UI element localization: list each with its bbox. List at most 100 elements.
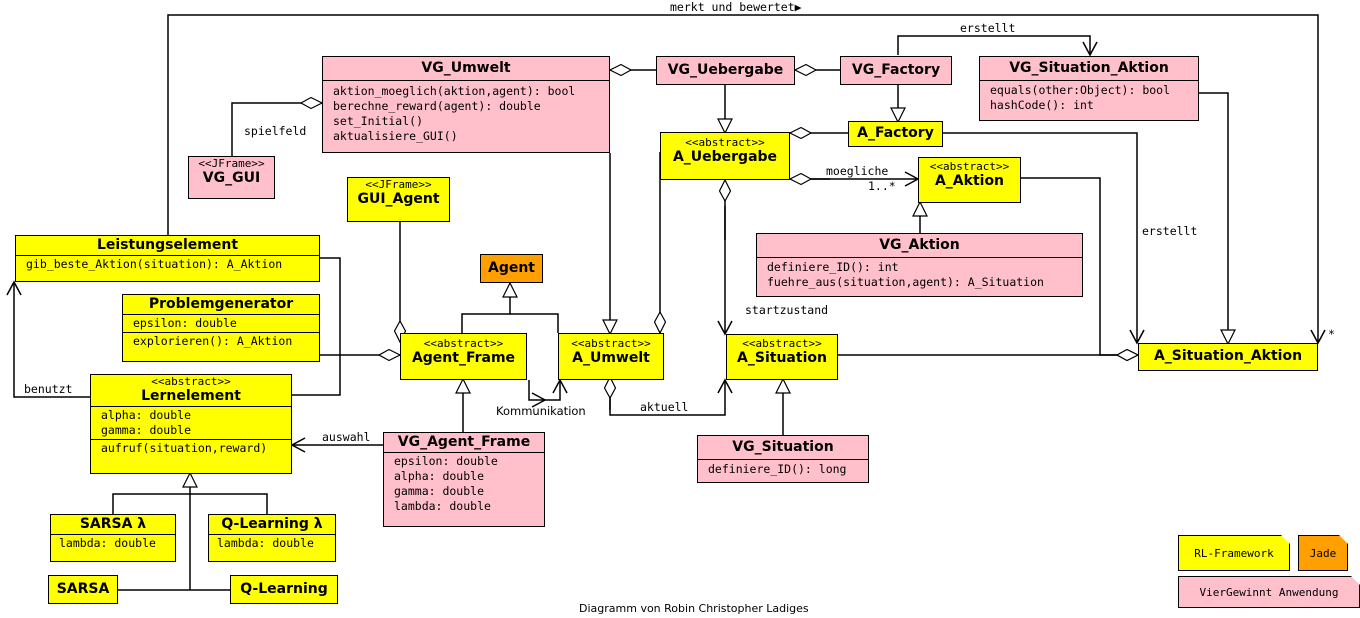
class-name: SARSA bbox=[56, 581, 110, 597]
label-multiplicity: 1..* bbox=[868, 179, 896, 193]
edge-erstellt-top bbox=[897, 35, 1098, 57]
class-qlearning-lambda[interactable]: Q-Learning λ lambda: double bbox=[208, 514, 336, 562]
class-name: VG_Factory bbox=[851, 62, 941, 78]
class-name: Agent_Frame bbox=[411, 350, 516, 366]
stereotype: <<abstract>> bbox=[151, 375, 231, 388]
stereotype: <<abstract>> bbox=[742, 337, 822, 350]
label-star: * bbox=[1328, 327, 1335, 341]
attribute: alpha: double bbox=[101, 408, 192, 422]
method: gib_beste_Aktion(situation): A_Aktion bbox=[26, 257, 283, 271]
edge-sarsa-lambda-branch bbox=[112, 493, 268, 514]
class-vg-aktion[interactable]: VG_Aktion definiere_ID(): int fuehre_aus… bbox=[756, 233, 1083, 297]
legend-viergewinnt: VierGewinnt Anwendung bbox=[1178, 576, 1360, 608]
class-name: A_Factory bbox=[857, 125, 934, 141]
stereotype: <<abstract>> bbox=[685, 136, 765, 149]
class-sarsa-lambda[interactable]: SARSA λ lambda: double bbox=[50, 514, 176, 562]
method: definiere_ID(): long bbox=[708, 462, 847, 476]
method: explorieren(): A_Aktion bbox=[133, 334, 293, 348]
edge-vg-sa-generalization bbox=[1199, 92, 1228, 343]
class-name: GUI_Agent bbox=[357, 191, 440, 207]
class-lernelement[interactable]: <<abstract>> Lernelement alpha: double g… bbox=[90, 374, 292, 474]
attribute: lambda: double bbox=[217, 536, 314, 550]
class-a-situation[interactable]: <<abstract>> A_Situation bbox=[726, 334, 838, 380]
class-a-umwelt[interactable]: <<abstract>> A_Umwelt bbox=[558, 333, 664, 380]
edge-a-umwelt-generalization bbox=[510, 313, 559, 333]
class-vg-situation-aktion[interactable]: VG_Situation_Aktion equals(other:Object)… bbox=[979, 56, 1199, 121]
class-agent[interactable]: Agent bbox=[480, 254, 543, 283]
class-name: A_Situation_Aktion bbox=[1153, 348, 1303, 364]
class-name: VG_Uebergabe bbox=[667, 62, 784, 78]
attribute: alpha: double bbox=[394, 469, 485, 483]
class-a-factory[interactable]: A_Factory bbox=[848, 121, 943, 147]
class-a-aktion[interactable]: <<abstract>> A_Aktion bbox=[918, 157, 1021, 203]
class-gui-agent[interactable]: <<JFrame>> GUI_Agent bbox=[347, 177, 450, 222]
class-name: VG_GUI bbox=[202, 170, 261, 186]
legend-label: RL-Framework bbox=[1194, 546, 1274, 560]
label-merkt-und-bewertet: merkt und bewertet▶ bbox=[670, 0, 802, 14]
method: berechne_reward(agent): double bbox=[333, 99, 541, 113]
class-vg-situation[interactable]: VG_Situation definiere_ID(): long bbox=[697, 435, 869, 483]
attribute: gamma: double bbox=[394, 484, 485, 498]
class-vg-gui[interactable]: <<JFrame>> VG_GUI bbox=[188, 156, 275, 199]
method: aktualisiere_GUI() bbox=[333, 129, 458, 143]
label-erstellt-top: erstellt bbox=[960, 21, 1016, 35]
attribute: epsilon: double bbox=[394, 454, 498, 468]
class-name: VG_Aktion bbox=[879, 237, 960, 253]
class-leistungselement[interactable]: Leistungselement gib_beste_Aktion(situat… bbox=[15, 235, 320, 282]
legend-label: VierGewinnt Anwendung bbox=[1199, 585, 1339, 599]
attribute: lambda: double bbox=[394, 499, 491, 513]
diagram-credit: Diagramm von Robin Christopher Ladiges bbox=[579, 602, 809, 615]
class-sarsa[interactable]: SARSA bbox=[48, 575, 118, 604]
method: hashCode(): int bbox=[990, 98, 1094, 112]
stereotype: <<abstract>> bbox=[929, 160, 1010, 173]
label-startzustand: startzustand bbox=[745, 303, 829, 317]
class-name: Leistungselement bbox=[96, 237, 239, 253]
class-name: A_Uebergabe bbox=[672, 149, 778, 165]
label-auswahl: auswahl bbox=[322, 430, 371, 444]
label-erstellt-right: erstellt bbox=[1142, 224, 1198, 238]
label-benutzt: benutzt bbox=[24, 382, 73, 396]
label-moegliche: moegliche bbox=[826, 164, 889, 178]
edge-erstellt-right bbox=[943, 132, 1145, 345]
stereotype: <<JFrame>> bbox=[365, 178, 432, 191]
label-aktuell: aktuell bbox=[640, 400, 689, 414]
edge-kommunikation bbox=[528, 380, 547, 408]
class-vg-umwelt[interactable]: VG_Umwelt aktion_moeglich(aktion,agent):… bbox=[322, 56, 610, 153]
class-a-uebergabe[interactable]: <<abstract>> A_Uebergabe bbox=[660, 132, 790, 180]
class-name: A_Umwelt bbox=[572, 350, 650, 366]
class-name: A_Aktion bbox=[934, 173, 1005, 189]
class-vg-factory[interactable]: VG_Factory bbox=[840, 56, 952, 85]
class-name: VG_Situation_Aktion bbox=[1009, 60, 1169, 76]
class-name: Problemgenerator bbox=[148, 296, 294, 312]
edge-benutzt bbox=[6, 280, 90, 398]
edge-spielfeld bbox=[231, 103, 322, 156]
class-agent-frame[interactable]: <<abstract>> Agent_Frame bbox=[400, 333, 527, 380]
class-name: Q-Learning bbox=[240, 581, 328, 597]
class-name: VG_Situation bbox=[732, 439, 834, 455]
edge-agent-frame-generalization bbox=[461, 284, 510, 333]
legend-label: Jade bbox=[1309, 546, 1337, 560]
class-name: VG_Agent_Frame bbox=[397, 434, 531, 450]
method: aktion_moeglich(aktion,agent): bool bbox=[333, 84, 576, 98]
method: aufruf(situation,reward) bbox=[101, 441, 268, 455]
edge-merkt-und-bewertet bbox=[167, 14, 1326, 345]
class-a-situation-aktion[interactable]: A_Situation_Aktion bbox=[1138, 343, 1318, 371]
method: equals(other:Object): bool bbox=[990, 83, 1171, 97]
label-spielfeld: spielfeld bbox=[244, 124, 307, 138]
class-problemgenerator[interactable]: Problemgenerator epsilon: double explori… bbox=[122, 294, 320, 362]
class-qlearning[interactable]: Q-Learning bbox=[230, 575, 338, 604]
class-vg-agent-frame[interactable]: VG_Agent_Frame epsilon: double alpha: do… bbox=[383, 432, 545, 527]
class-vg-uebergabe[interactable]: VG_Uebergabe bbox=[656, 56, 795, 85]
attribute: gamma: double bbox=[101, 423, 192, 437]
stereotype: <<abstract>> bbox=[571, 337, 651, 350]
legend-jade: Jade bbox=[1298, 535, 1348, 571]
class-name: A_Situation bbox=[737, 350, 827, 366]
class-name: VG_Umwelt bbox=[421, 60, 511, 76]
stereotype: <<abstract>> bbox=[423, 337, 504, 350]
stereotype: <<JFrame>> bbox=[198, 157, 265, 170]
method: definiere_ID(): int bbox=[767, 260, 899, 274]
edge-kommunikation-2 bbox=[545, 378, 568, 401]
class-name: Lernelement bbox=[141, 388, 241, 404]
